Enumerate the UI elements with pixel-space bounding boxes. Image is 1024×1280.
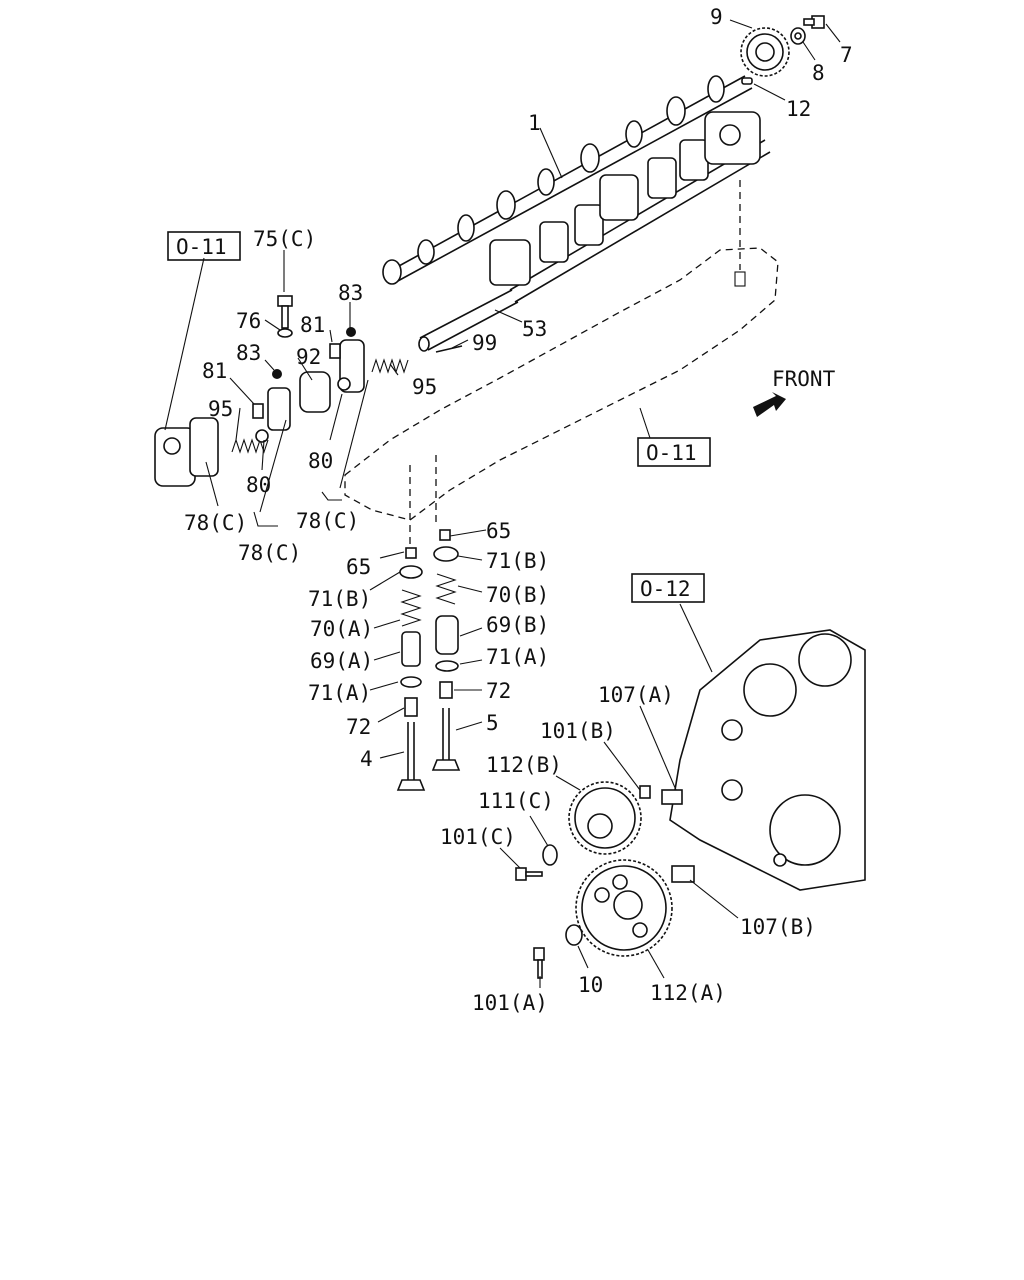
callout-83: 83	[236, 341, 261, 365]
callout-112a: 112(A)	[650, 981, 726, 1005]
camshaft	[382, 75, 753, 285]
callout-92: 92	[296, 345, 321, 369]
callout-9: 9	[710, 5, 723, 29]
idler-gear	[568, 781, 642, 855]
callout-78c: 78(C)	[296, 509, 359, 533]
callout-4: 4	[360, 747, 373, 771]
callout-7: 7	[840, 43, 853, 67]
pin	[435, 345, 463, 353]
front-arrow-icon	[753, 392, 786, 417]
ref-box-head-left: O-11	[167, 231, 241, 261]
callout-72: 72	[486, 679, 511, 703]
bolt	[252, 295, 356, 419]
ref-box-head-right: O-11	[637, 437, 711, 467]
callout-71b: 71(B)	[486, 549, 549, 573]
callout-76: 76	[236, 309, 261, 333]
callout-95: 95	[208, 397, 233, 421]
callout-5: 5	[486, 711, 499, 735]
callout-80: 80	[308, 449, 333, 473]
callout-99: 99	[472, 331, 497, 355]
callout-70a: 70(A)	[310, 617, 373, 641]
callout-111c: 111(C)	[478, 789, 554, 813]
callout-80: 80	[246, 473, 271, 497]
idler-shaft	[661, 789, 695, 883]
callout-101c: 101(C)	[440, 825, 516, 849]
callout-81: 81	[202, 359, 227, 383]
callout-10: 10	[578, 973, 603, 997]
front-label: FRONT	[772, 367, 836, 391]
rocker-bracket	[154, 417, 219, 487]
spring	[371, 358, 409, 374]
callout-78c: 78(C)	[238, 541, 301, 565]
callout-78c: 78(C)	[184, 511, 247, 535]
callout-101a: 101(A)	[472, 991, 548, 1015]
callout-72: 72	[346, 715, 371, 739]
callout-69a: 69(A)	[310, 649, 373, 673]
callout-112b: 112(B)	[486, 753, 562, 777]
ref-box-label: O-12	[640, 577, 691, 601]
callout-1: 1	[528, 111, 541, 135]
cylinder-head-outline	[344, 180, 779, 521]
valve-stack-a	[396, 547, 426, 791]
rocker-arm-assembly	[489, 111, 771, 303]
callout-75c: 75(C)	[253, 227, 316, 251]
washer	[542, 844, 583, 946]
spring	[231, 438, 269, 454]
callout-71b: 71(B)	[308, 587, 371, 611]
callout-81: 81	[300, 313, 325, 337]
callout-53: 53	[522, 317, 547, 341]
callout-71a: 71(A)	[308, 681, 371, 705]
callout-107a: 107(A)	[598, 683, 674, 707]
leader-lines	[164, 19, 841, 988]
ref-box-label: O-11	[176, 235, 227, 259]
key	[741, 77, 753, 85]
idler-gear	[575, 859, 673, 957]
callout-65: 65	[346, 555, 371, 579]
callout-107b: 107(B)	[740, 915, 816, 939]
rocker-shaft	[418, 289, 519, 352]
callout-12: 12	[786, 97, 811, 121]
camshaft-gear	[740, 27, 790, 77]
callout-101b: 101(B)	[540, 719, 616, 743]
callout-95: 95	[412, 375, 437, 399]
callout-70b: 70(B)	[486, 583, 549, 607]
washer	[790, 27, 806, 45]
callout-69b: 69(B)	[486, 613, 549, 637]
gear-bolt	[803, 15, 825, 29]
callout-83: 83	[338, 281, 363, 305]
valve-stack-b	[431, 529, 461, 771]
ref-box-block: O-12	[631, 573, 705, 603]
callout-8: 8	[812, 61, 825, 85]
engine-block	[669, 629, 866, 891]
callout-65: 65	[486, 519, 511, 543]
callout-71a: 71(A)	[486, 645, 549, 669]
valve-path-guides	[409, 455, 437, 545]
rocker-arm	[255, 339, 365, 443]
ref-box-label: O-11	[646, 441, 697, 465]
